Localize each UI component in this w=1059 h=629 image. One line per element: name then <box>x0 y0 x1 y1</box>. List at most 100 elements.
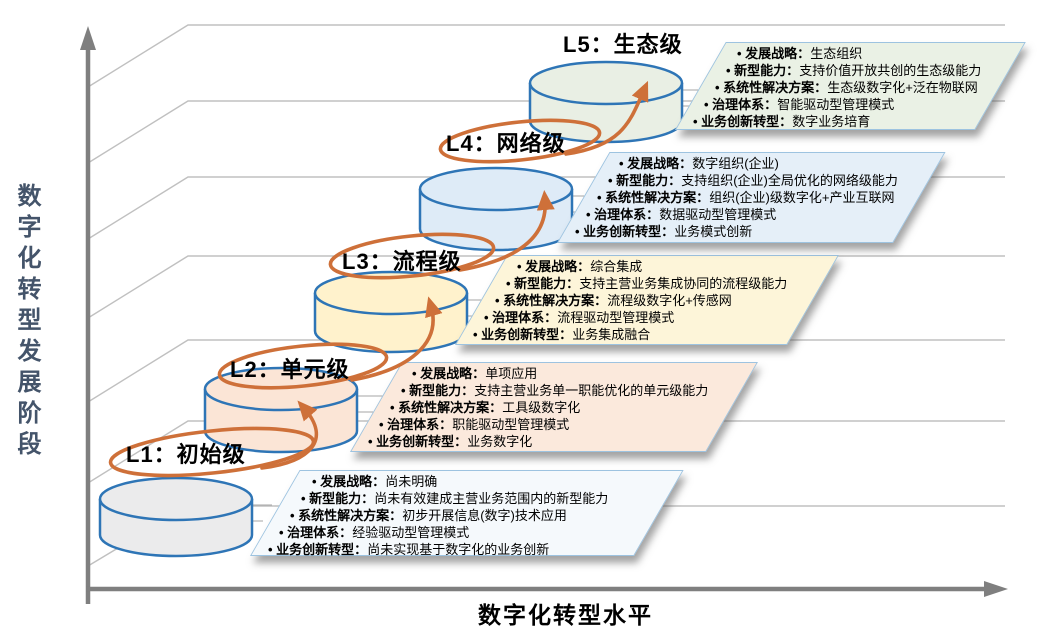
bullet-label: 业务创新转型： <box>481 327 573 342</box>
level-5-label: L5：生态级 <box>563 32 683 57</box>
level-3-items: 发展战略：综合集成 新型能力：支持主营业务集成协同的流程级能力 系统性解决方案：… <box>473 258 787 343</box>
bullet-item: 系统性解决方案：生态级数字化+泛在物联网 <box>715 79 981 96</box>
x-axis-arrowhead-icon <box>984 581 1008 597</box>
cylinder-l4 <box>418 166 574 252</box>
level-1-label: L1：初始级 <box>126 442 246 467</box>
cylinder-top <box>418 166 574 212</box>
cylinder-top <box>313 270 469 316</box>
bullet-label: 新型能力： <box>409 383 475 398</box>
bullet-label: 发展战略： <box>320 474 386 489</box>
bullet-label: 系统性解决方案： <box>605 190 710 205</box>
bullet-item: 业务创新转型：数字业务培育 <box>693 113 981 130</box>
bullet-label: 业务创新转型： <box>276 542 368 557</box>
bullet-label: 业务创新转型： <box>701 114 793 129</box>
bullet-text: 流程驱动型管理模式 <box>557 310 675 325</box>
bullet-text: 经验驱动型管理模式 <box>352 525 470 540</box>
bullet-item: 发展战略：数字组织(企业) <box>619 155 898 172</box>
level-5-description-box: 发展战略：生态组织 新型能力：支持价值开放共创的生态级能力 系统性解决方案：生态… <box>675 42 1026 130</box>
bullet-item: 新型能力：支持价值开放共创的生态级能力 <box>726 62 981 79</box>
bullet-item: 系统性解决方案：工具级数字化 <box>390 399 708 416</box>
bullet-text: 初步开展信息(数字)技术应用 <box>402 508 567 523</box>
y-axis-arrowhead-icon <box>80 26 96 50</box>
bullet-label: 发展战略： <box>745 46 811 61</box>
bullet-label: 治理体系： <box>712 97 778 112</box>
bullet-text: 数字业务培育 <box>792 114 871 129</box>
bullet-label: 系统性解决方案： <box>398 400 503 415</box>
bullet-text: 支持组织(企业)全局优化的网络级能力 <box>681 173 898 188</box>
level-3-label: L3：流程级 <box>342 249 462 274</box>
level-1-items: 发展战略：尚未明确 新型能力：尚未有效建成主营业务范围内的新型能力 系统性解决方… <box>268 473 608 558</box>
bullet-text: 工具级数字化 <box>502 400 581 415</box>
bullet-item: 发展战略：生态组织 <box>737 45 981 62</box>
bullet-item: 新型能力：支持主营业务集成协同的流程级能力 <box>506 275 787 292</box>
bullet-item: 治理体系：职能驱动型管理模式 <box>379 416 708 433</box>
bullet-item: 业务创新转型：业务数字化 <box>368 433 708 450</box>
bullet-label: 发展战略： <box>525 259 591 274</box>
level-1-description-box: 发展战略：尚未明确 新型能力：尚未有效建成主营业务范围内的新型能力 系统性解决方… <box>250 470 684 558</box>
bullet-text: 数字组织(企业) <box>692 156 779 171</box>
bullet-label: 系统性解决方案： <box>503 293 608 308</box>
level-5-items: 发展战略：生态组织 新型能力：支持价值开放共创的生态级能力 系统性解决方案：生态… <box>693 45 981 130</box>
bullet-text: 综合集成 <box>590 259 643 274</box>
cylinder-top <box>98 476 254 522</box>
bullet-item: 新型能力：尚未有效建成主营业务范围内的新型能力 <box>301 490 608 507</box>
bullet-label: 业务创新转型： <box>376 434 468 449</box>
level-4-description-box: 发展战略：数字组织(企业) 新型能力：支持组织(企业)全局优化的网络级能力 系统… <box>557 152 946 243</box>
bullet-text: 生态组织 <box>810 46 863 61</box>
bullet-item: 系统性解决方案：组织(企业)级数字化+产业互联网 <box>597 189 898 206</box>
bullet-label: 治理体系： <box>492 310 558 325</box>
bullet-item: 发展战略：尚未明确 <box>312 473 608 490</box>
bullet-item: 治理体系：智能驱动型管理模式 <box>704 96 981 113</box>
bullet-item: 业务创新转型：业务集成融合 <box>473 326 787 343</box>
level-2-label: L2：单元级 <box>230 357 350 382</box>
bullet-text: 组织(企业)级数字化+产业互联网 <box>709 190 895 205</box>
bullet-item: 业务创新转型：尚未实现基于数字化的业务创新 <box>268 541 608 558</box>
cylinder-top <box>528 60 684 106</box>
bullet-label: 新型能力： <box>309 491 375 506</box>
bullet-text: 业务模式创新 <box>674 224 753 239</box>
bullet-label: 发展战略： <box>627 156 693 171</box>
level-4-items: 发展战略：数字组织(企业) 新型能力：支持组织(企业)全局优化的网络级能力 系统… <box>575 155 898 240</box>
level-2-items: 发展战略：单项应用 新型能力：支持主营业务单一职能优化的单元级能力 系统性解决方… <box>368 365 708 450</box>
cylinder-l1 <box>98 476 254 558</box>
bullet-text: 业务集成融合 <box>572 327 651 342</box>
level-3-description-box: 发展战略：综合集成 新型能力：支持主营业务集成协同的流程级能力 系统性解决方案：… <box>455 255 839 345</box>
bullet-label: 系统性解决方案： <box>723 80 828 95</box>
bullet-text: 数据驱动型管理模式 <box>659 207 777 222</box>
bullet-label: 治理体系： <box>287 525 353 540</box>
bullet-label: 治理体系： <box>594 207 660 222</box>
bullet-text: 支持价值开放共创的生态级能力 <box>799 63 982 78</box>
bullet-item: 发展战略：单项应用 <box>412 365 708 382</box>
cylinder-l3 <box>313 270 469 354</box>
bullet-item: 业务创新转型：业务模式创新 <box>575 223 898 240</box>
bullet-item: 系统性解决方案：初步开展信息(数字)技术应用 <box>290 507 608 524</box>
bullet-text: 支持主营业务集成协同的流程级能力 <box>579 276 788 291</box>
stair-step-line <box>87 24 1005 88</box>
x-axis-label: 数字化转型水平 <box>478 602 653 628</box>
bullet-label: 发展战略： <box>420 366 486 381</box>
y-axis-label: 数字化转型发展阶段 <box>13 183 40 462</box>
bullet-text: 尚未明确 <box>385 474 438 489</box>
bullet-label: 新型能力： <box>514 276 580 291</box>
bullet-item: 新型能力：支持组织(企业)全局优化的网络级能力 <box>608 172 898 189</box>
bullet-item: 系统性解决方案：流程级数字化+传感网 <box>495 292 787 309</box>
bullet-label: 新型能力： <box>616 173 682 188</box>
bullet-text: 单项应用 <box>485 366 538 381</box>
bullet-label: 业务创新转型： <box>583 224 675 239</box>
bullet-item: 治理体系：经验驱动型管理模式 <box>279 524 608 541</box>
bullet-text: 尚未实现基于数字化的业务创新 <box>367 542 550 557</box>
level-4-label: L4：网络级 <box>446 131 566 156</box>
bullet-text: 业务数字化 <box>467 434 533 449</box>
bullet-item: 发展战略：综合集成 <box>517 258 787 275</box>
bullet-text: 生态级数字化+泛在物联网 <box>827 80 978 95</box>
bullet-label: 治理体系： <box>387 417 453 432</box>
bullet-item: 治理体系：流程驱动型管理模式 <box>484 309 787 326</box>
bullet-text: 职能驱动型管理模式 <box>452 417 570 432</box>
bullet-item: 治理体系：数据驱动型管理模式 <box>586 206 898 223</box>
bullet-label: 系统性解决方案： <box>298 508 403 523</box>
bullet-text: 智能驱动型管理模式 <box>777 97 895 112</box>
axes <box>80 26 1008 604</box>
bullet-label: 新型能力： <box>734 63 800 78</box>
bullet-text: 支持主营业务单一职能优化的单元级能力 <box>474 383 709 398</box>
